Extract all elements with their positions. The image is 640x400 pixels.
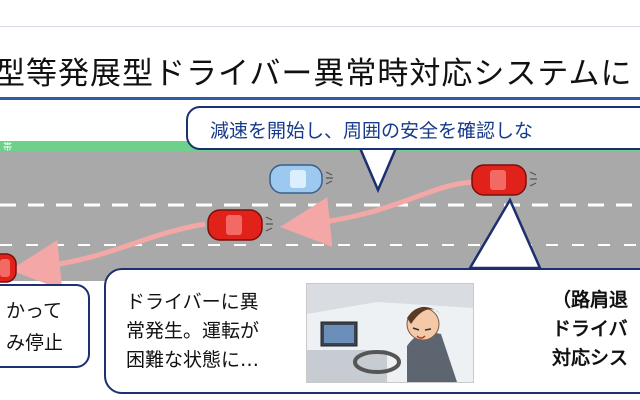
callout-left: かって み停止 — [0, 284, 90, 368]
trajectory-arrow-2 — [10, 221, 206, 290]
result-line: 対応シス — [552, 347, 629, 369]
driver-status-text: ドライバーに異 常発生。運転が 困難な状態に… — [126, 288, 259, 375]
result-line: （路肩退 — [552, 289, 629, 311]
title-underline — [0, 97, 640, 100]
driver-status-line: ドライバーに異 — [126, 291, 259, 313]
driver-illustration — [306, 283, 474, 383]
callout-top: 減速を開始し、周囲の安全を確認しな — [186, 106, 640, 150]
trajectory-arrow-1 — [280, 179, 479, 247]
red-car-icon — [207, 209, 273, 241]
driver-status-line: 常発生。運転が — [126, 320, 260, 342]
result-text: （路肩退 ドライバ 対応シス — [552, 286, 628, 373]
callout-left-line1: かって — [6, 300, 63, 322]
red-car-icon — [471, 164, 537, 196]
red-car-icon — [0, 253, 17, 283]
top-strip — [0, 0, 640, 27]
page-title: 型等発展型ドライバー異常時対応システムに — [0, 56, 633, 92]
result-line: ドライバ — [552, 318, 628, 340]
callout-top-text: 減速を開始し、周囲の安全を確認しな — [210, 120, 534, 142]
driver-status-line: 困難な状態に… — [126, 349, 260, 371]
callout-left-line2: み停止 — [6, 332, 64, 354]
shoulder-label: 帯 — [3, 141, 12, 153]
blue-car-icon — [269, 164, 333, 194]
